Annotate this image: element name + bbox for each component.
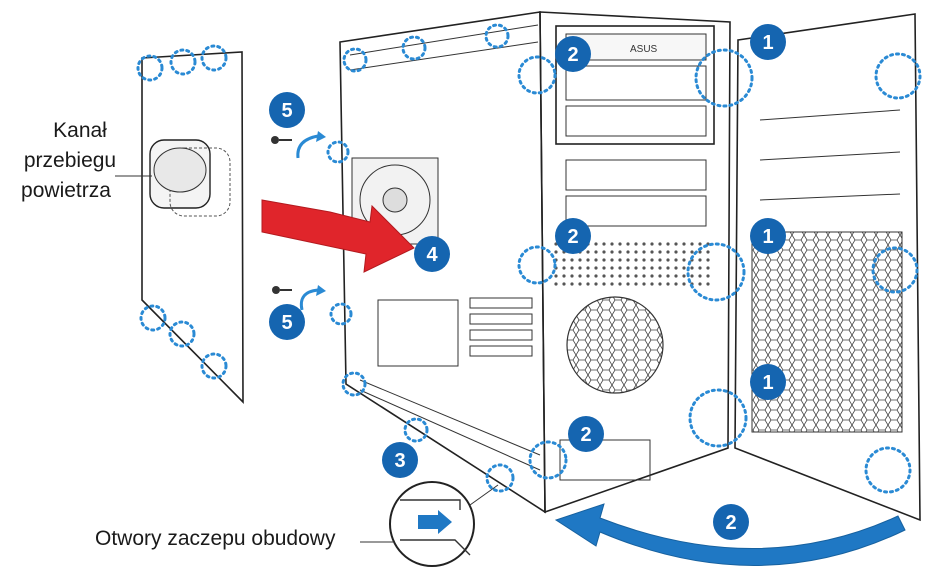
badge-2-bezel: 2 (713, 504, 749, 540)
badge-1-middle: 1 (750, 218, 786, 254)
badge-4: 4 (414, 236, 450, 272)
air-duct-label-line-1: Kanał (53, 119, 107, 142)
front-fan-grille (566, 296, 664, 394)
hook-detail-magnifier (389, 481, 499, 567)
svg-text:1: 1 (762, 372, 773, 394)
air-duct (149, 139, 231, 217)
badge-5-top: 5 (269, 92, 305, 128)
badge-2-middle: 2 (555, 218, 591, 254)
bezel-mesh (751, 231, 903, 433)
svg-text:2: 2 (580, 424, 591, 446)
front-bezel (686, 13, 922, 522)
badge-1-top: 1 (750, 24, 786, 60)
asus-logo: ASUS (630, 44, 658, 55)
badge-2-bottom: 2 (568, 416, 604, 452)
svg-text:2: 2 (567, 226, 578, 248)
badge-2-top: 2 (555, 36, 591, 72)
screw-top (271, 131, 326, 159)
svg-text:2: 2 (725, 512, 736, 534)
badge-5-bottom: 5 (269, 304, 305, 340)
badge-3: 3 (382, 442, 418, 478)
chassis-holes-label: Otwory zaczepu obudowy (95, 527, 336, 550)
badge-1-bottom: 1 (750, 364, 786, 400)
svg-text:3: 3 (394, 450, 405, 472)
svg-text:5: 5 (281, 312, 292, 334)
side-panel (115, 44, 244, 404)
slide-panel-arrow (261, 199, 415, 273)
svg-text:5: 5 (281, 100, 292, 122)
air-duct-label-line-2: przebiegu (24, 149, 116, 172)
chassis: ASUS (326, 11, 731, 514)
svg-text:1: 1 (762, 32, 773, 54)
svg-text:2: 2 (567, 44, 578, 66)
svg-text:1: 1 (762, 226, 773, 248)
expansion-slots (377, 297, 533, 367)
svg-text:4: 4 (426, 244, 438, 266)
air-duct-label-line-3: powietrza (21, 179, 111, 202)
screw-bottom (272, 285, 326, 311)
bezel-close-arrow (554, 503, 906, 566)
